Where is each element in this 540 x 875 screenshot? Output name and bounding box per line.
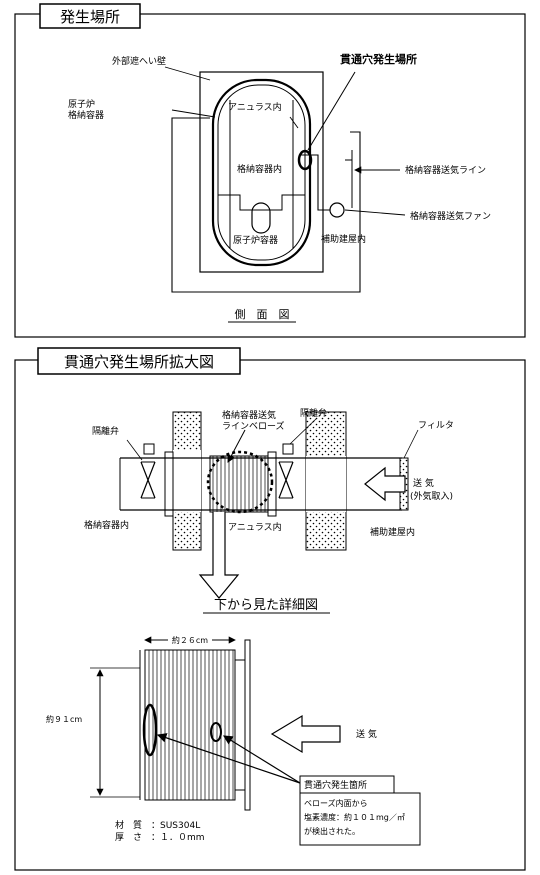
- label-annulus: アニュラス内: [228, 521, 282, 533]
- penetration-hole-marker-2-icon: [210, 722, 222, 742]
- label-thickness: 厚 さ ：１．０mm: [115, 832, 205, 843]
- callout-line2: 塩素濃度：約１０１mg／㎡: [304, 812, 405, 822]
- label-supply-air: 送 気: [413, 477, 434, 489]
- label-supply-fan: 格納容器送気ファン: [410, 210, 491, 222]
- supply-fan-icon: [329, 202, 345, 218]
- supply-air-arrow-icon: [364, 466, 406, 502]
- label-containment-line1: 原子炉: [68, 98, 95, 110]
- outer-shield-wall: [199, 71, 324, 273]
- label-height-dimension: 約９１cm: [46, 714, 82, 724]
- label-containment-line2: 格納容器: [68, 109, 104, 121]
- containment-vessel-outer: [211, 78, 312, 267]
- aux-building-outline: [171, 117, 361, 293]
- bellows-detail: [144, 649, 236, 801]
- label-isolation-valve-right: 隔離弁: [300, 407, 327, 419]
- bellows: [209, 455, 269, 513]
- callout-line1: ベローズ内面から: [304, 798, 368, 808]
- view-from-below-arrow-icon: [198, 512, 240, 599]
- label-aux-building: 補助建屋内: [370, 526, 415, 538]
- panel-enlarged-title-box: [37, 347, 241, 375]
- panel-location-title: 発生場所: [60, 8, 120, 26]
- label-side-view: 側 面 図: [235, 308, 290, 321]
- bellows-highlight: [206, 450, 274, 514]
- label-supply-air-bottom: 送 気: [356, 728, 377, 740]
- panel-location: 発生場所 外部遮へい壁 原子炉 格納容器 アニュラス内 貫通穴発生場所: [14, 3, 526, 338]
- label-filter: フィルタ: [418, 420, 454, 431]
- callout-line3: が検出された。: [304, 826, 360, 836]
- label-bellows-line2: ラインベローズ: [222, 420, 285, 432]
- callout-title-box: [299, 775, 395, 794]
- penetration-marker-icon: [297, 149, 313, 171]
- label-outside-air: (外気取入): [410, 490, 453, 502]
- label-reactor-vessel: 原子炉容器: [233, 234, 278, 246]
- panel-location-frame: [14, 13, 526, 338]
- penetration-hole-marker-1-icon: [142, 703, 158, 757]
- panel-enlarged-frame: [14, 359, 526, 871]
- label-aux-building: 補助建屋内: [321, 233, 366, 245]
- label-supply-line: 格納容器送気ライン: [405, 164, 486, 176]
- label-inside-containment: 格納容器内: [84, 519, 129, 531]
- label-bellows-line1: 格納容器送気: [222, 409, 276, 421]
- callout-title: 貫通穴発生箇所: [304, 779, 367, 791]
- label-material: 材 質 ：SUS304L: [115, 819, 200, 831]
- label-annulus: アニュラス内: [228, 101, 282, 113]
- callout-box: [299, 792, 421, 846]
- label-outer-shield-wall: 外部遮へい壁: [112, 55, 166, 67]
- label-isolation-valve-left: 隔離弁: [92, 425, 119, 437]
- label-width-dimension: 約２６cm: [172, 635, 208, 645]
- panel-location-title-box: [39, 3, 141, 29]
- label-penetration-location: 貫通穴発生場所: [340, 52, 417, 66]
- isolation-valve-left: [140, 443, 156, 499]
- label-inside-containment: 格納容器内: [237, 163, 282, 175]
- supply-air-arrow-bottom-icon: [270, 714, 341, 754]
- containment-vessel-inner: [217, 84, 306, 261]
- isolation-valve-right: [278, 443, 294, 499]
- panel-enlarged-title: 貫通穴発生場所拡大図: [64, 353, 214, 371]
- panel-enlarged: 貫通穴発生場所拡大図: [14, 347, 526, 871]
- label-bottom-view: 下から見た詳細図: [214, 597, 318, 613]
- reactor-vessel: [251, 202, 271, 234]
